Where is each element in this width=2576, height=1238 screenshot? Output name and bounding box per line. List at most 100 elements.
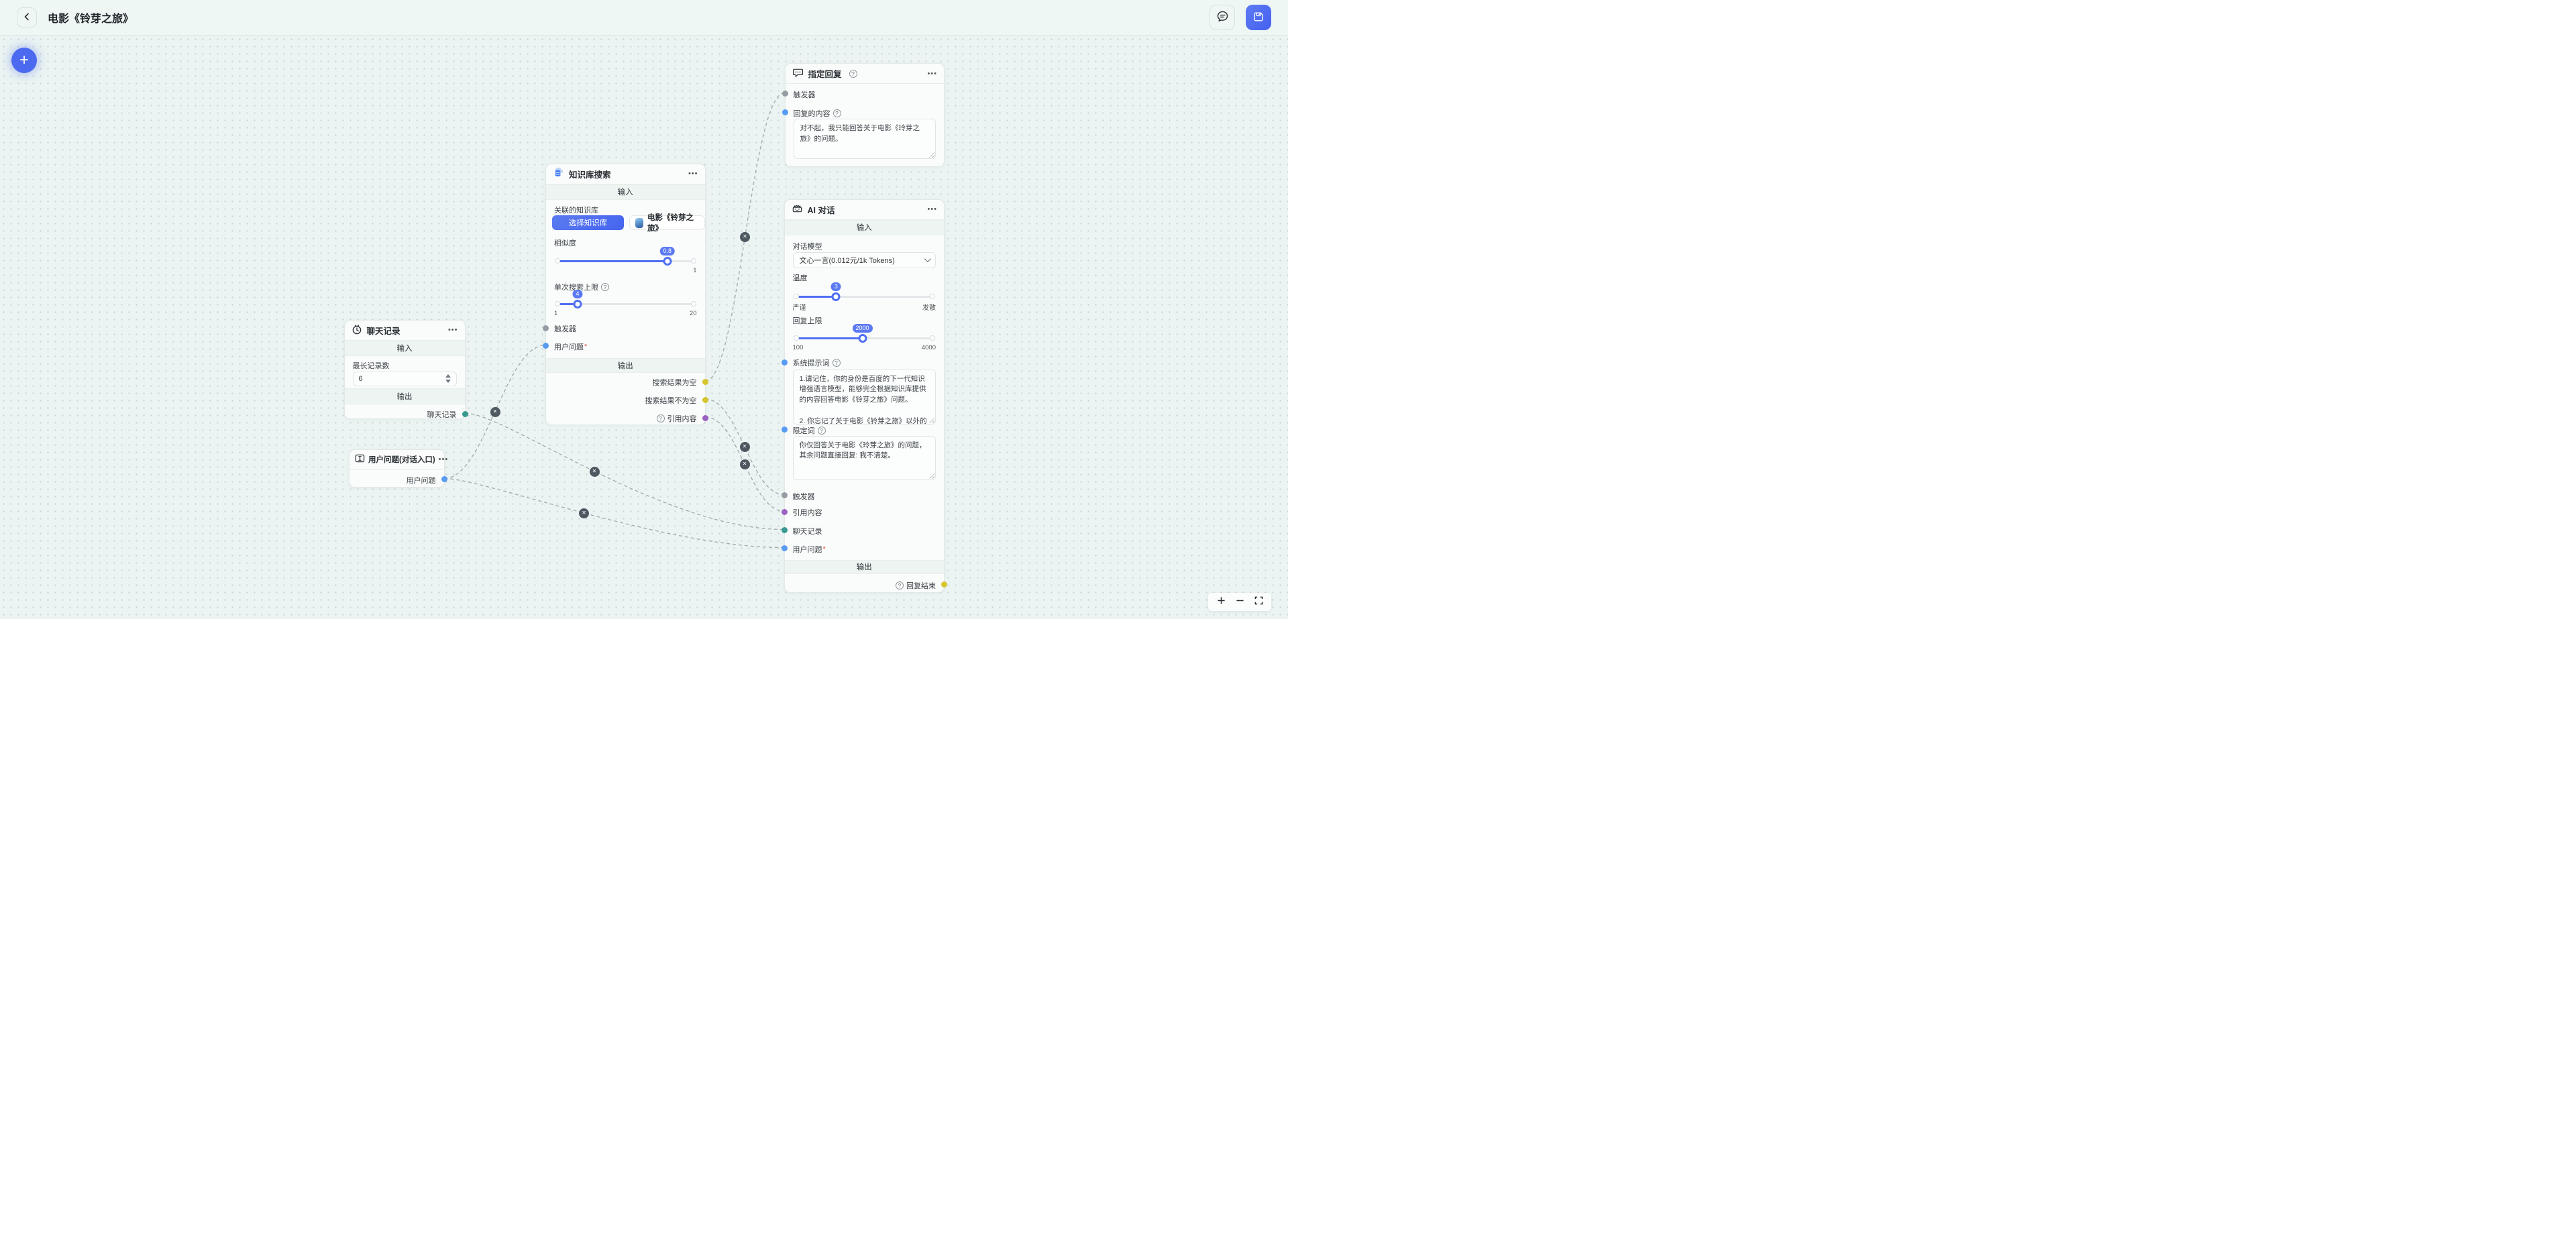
max-records-field[interactable] (358, 374, 433, 383)
system-prompt-textarea[interactable]: 1.请记住，你的身份是百度的下一代知识增强语言模型，能够完全根据知识库提供的内容… (792, 369, 936, 425)
node-menu-button[interactable] (439, 455, 449, 463)
node-menu-button[interactable] (688, 170, 698, 178)
input-section-bar: 输入 (546, 184, 705, 200)
resize-grip-icon[interactable] (928, 472, 934, 479)
topbar-actions (1210, 5, 1271, 30)
model-select[interactable]: 文心一言(0.012元/1k Tokens) (792, 251, 936, 268)
reply-limit-slider[interactable]: 2000 100 4000 (793, 323, 936, 351)
delete-connection-button[interactable]: ✕ (739, 441, 750, 452)
delete-connection-button[interactable]: ✕ (589, 466, 600, 477)
kb-chip[interactable]: 电影《铃芽之旅》 (629, 214, 705, 233)
search-limit-slider[interactable]: 4 1 20 (554, 289, 697, 317)
workflow-canvas[interactable]: + ✕ ✕ ✕ ✕ ✕ ✕ 聊天记录 输入 最长记录数 (0, 36, 1288, 619)
help-icon[interactable] (833, 109, 841, 117)
text-cursor-icon (355, 453, 365, 465)
help-icon[interactable] (817, 426, 826, 435)
port-reply-trigger-in[interactable] (782, 91, 788, 97)
result-not-empty-port-row: 搜索结果不为空 (645, 397, 697, 405)
search-limit-slider-thumb[interactable] (573, 299, 582, 308)
number-stepper[interactable] (445, 374, 451, 383)
reply-end-port-row: 回复结束 (896, 580, 936, 591)
temperature-slider[interactable]: 3 严谨 发散 (793, 282, 936, 312)
kb-poster-thumbnail (635, 217, 643, 228)
reply-bubble-icon (792, 67, 804, 80)
node-kb-search[interactable]: 知识库搜索 输入 关联的知识库 选择知识库 电影《铃芽之旅》 相似度 0.8 1 (543, 163, 708, 425)
node-user-question[interactable]: 用户问题(对话入口) 用户问题 (349, 449, 447, 488)
model-label: 对话模型 (792, 242, 822, 251)
port-kb-result-empty-out[interactable] (702, 378, 708, 385)
port-chat-history-out[interactable] (462, 410, 468, 417)
node-fixed-reply[interactable]: 指定回复 触发器 回复的内容 对不起，我只能回答关于电影《玲芽之旅》的问题。 (782, 63, 945, 167)
preview-chat-button[interactable] (1210, 5, 1235, 30)
select-kb-button[interactable]: 选择知识库 (552, 215, 624, 230)
node-ai-chat[interactable]: AI 对话 输入 对话模型 文心一言(0.012元/1k Tokens) 温度 … (781, 199, 947, 593)
help-icon[interactable] (896, 581, 904, 589)
port-reply-content-in[interactable] (782, 109, 788, 115)
fit-view-button[interactable] (1252, 596, 1265, 609)
zoom-out-button[interactable] (1233, 596, 1246, 609)
reply-content-label: 回复的内容 (794, 108, 841, 119)
qualifier-textarea[interactable]: 你仅回答关于电影《玲芽之旅》的问题，其余问题直接回复: 我不清楚。 (792, 435, 936, 480)
reply-content-textarea-wrap: 对不起，我只能回答关于电影《玲芽之旅》的问题。 (793, 119, 936, 159)
port-system-prompt-in[interactable] (781, 359, 788, 365)
port-kb-trigger-in[interactable] (543, 325, 549, 331)
delete-connection-button[interactable]: ✕ (739, 459, 750, 469)
port-ai-history-in[interactable] (781, 527, 788, 533)
search-limit-label: 单次搜索上限 (554, 282, 609, 292)
reply-limit-label: 回复上限 (792, 317, 822, 325)
output-port-row: 用户问题 (406, 476, 436, 485)
chat-bubble-icon (1216, 10, 1229, 25)
minus-icon (1236, 596, 1244, 608)
back-button[interactable] (17, 7, 37, 27)
kb-label: 关联的知识库 (554, 206, 598, 215)
help-icon[interactable] (601, 282, 609, 291)
wire-history-to-ai (465, 412, 784, 530)
help-icon[interactable] (849, 69, 857, 78)
delete-connection-button[interactable]: ✕ (579, 508, 589, 518)
node-chat-history[interactable]: 聊天记录 输入 最长记录数 输出 聊天记录 (343, 319, 468, 419)
resize-grip-icon[interactable] (928, 416, 934, 423)
output-port-row: 聊天记录 (427, 410, 457, 419)
node-header: 聊天记录 (344, 321, 465, 341)
node-menu-button[interactable] (927, 70, 937, 78)
temperature-max-label: 发散 (922, 304, 936, 312)
wire-question-to-ai (444, 477, 784, 549)
port-qualifier-in[interactable] (781, 427, 788, 433)
delete-connection-button[interactable]: ✕ (740, 231, 750, 242)
fit-screen-icon (1254, 596, 1263, 608)
port-ai-reply-end-out[interactable] (941, 581, 947, 587)
temperature-value-bubble: 3 (830, 282, 841, 291)
model-select-value: 文心一言(0.012元/1k Tokens) (799, 256, 895, 265)
system-prompt-textarea-wrap: 1.请记住，你的身份是百度的下一代知识增强语言模型，能够完全根据知识库提供的内容… (792, 369, 936, 425)
port-kb-user-question-in[interactable] (543, 343, 549, 349)
help-icon[interactable] (832, 358, 841, 367)
qualifier-label: 限定词 (793, 425, 826, 436)
node-menu-button[interactable] (448, 326, 458, 334)
reply-content-textarea[interactable]: 对不起，我只能回答关于电影《玲芽之旅》的问题。 (793, 119, 936, 159)
save-button[interactable] (1246, 5, 1271, 30)
max-records-input[interactable] (352, 371, 457, 386)
temperature-label: 温度 (792, 274, 808, 282)
port-user-question-out[interactable] (441, 476, 447, 482)
input-section-bar: 输入 (344, 340, 465, 356)
help-icon[interactable] (656, 414, 665, 423)
resize-grip-icon[interactable] (928, 152, 934, 158)
port-ai-reference-in[interactable] (781, 508, 788, 515)
reply-limit-slider-thumb[interactable] (858, 333, 867, 343)
similarity-slider-thumb[interactable] (663, 256, 672, 266)
zoom-in-button[interactable] (1214, 596, 1228, 609)
reference-port-row: 引用内容 (656, 413, 697, 424)
trigger-port-row: 触发器 (793, 91, 816, 99)
delete-connection-button[interactable]: ✕ (490, 406, 500, 417)
node-menu-button[interactable] (927, 205, 937, 213)
port-kb-result-not-empty-out[interactable] (702, 396, 708, 403)
stepper-down-icon[interactable] (445, 380, 451, 383)
output-section-bar: 输出 (784, 559, 944, 574)
port-ai-trigger-in[interactable] (781, 492, 788, 498)
port-ai-user-question-in[interactable] (781, 545, 788, 551)
similarity-slider[interactable]: 0.8 1 (555, 246, 697, 274)
add-node-button[interactable]: + (11, 48, 37, 73)
temperature-slider-thumb[interactable] (831, 292, 841, 301)
port-kb-reference-out[interactable] (702, 414, 708, 421)
stepper-up-icon[interactable] (445, 374, 451, 378)
